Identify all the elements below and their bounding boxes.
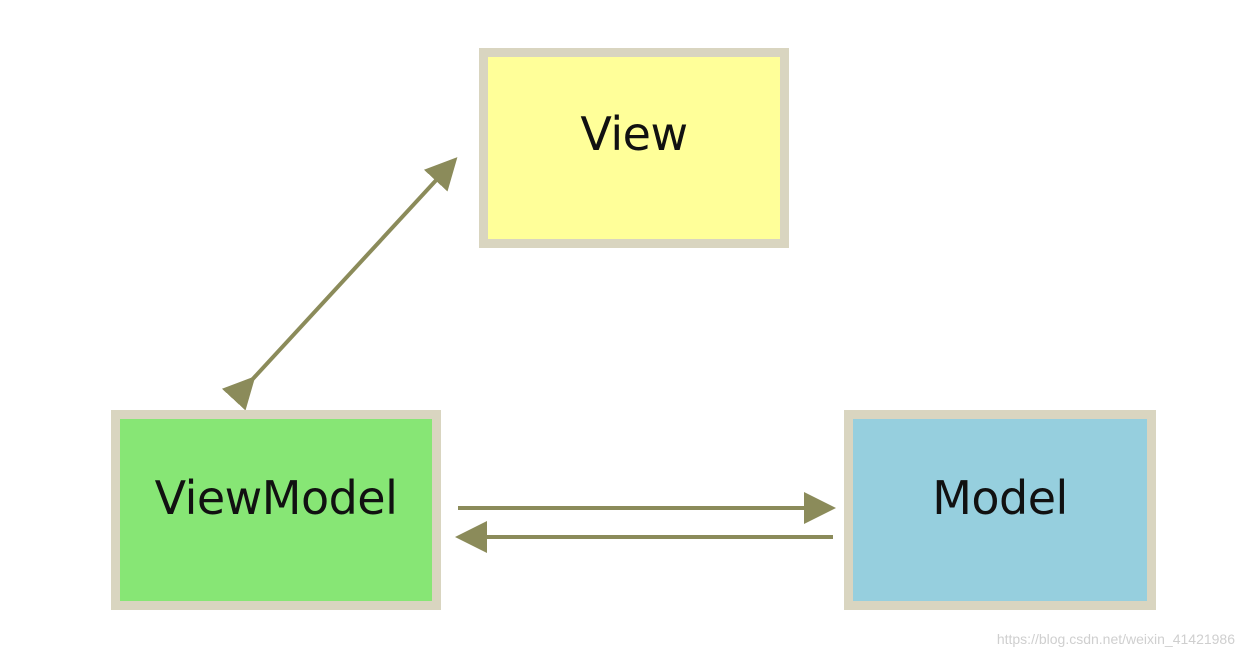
watermark-text: https://blog.csdn.net/weixin_41421986 [996, 631, 1235, 647]
model-node: Model [844, 410, 1156, 610]
view-node-label: View [580, 107, 688, 161]
viewmodel-node-label: ViewModel [154, 471, 398, 525]
arrow-viewmodel-view [221, 157, 458, 411]
view-node: View [479, 48, 789, 248]
viewmodel-node: ViewModel [111, 410, 441, 610]
model-node-label: Model [932, 471, 1068, 525]
